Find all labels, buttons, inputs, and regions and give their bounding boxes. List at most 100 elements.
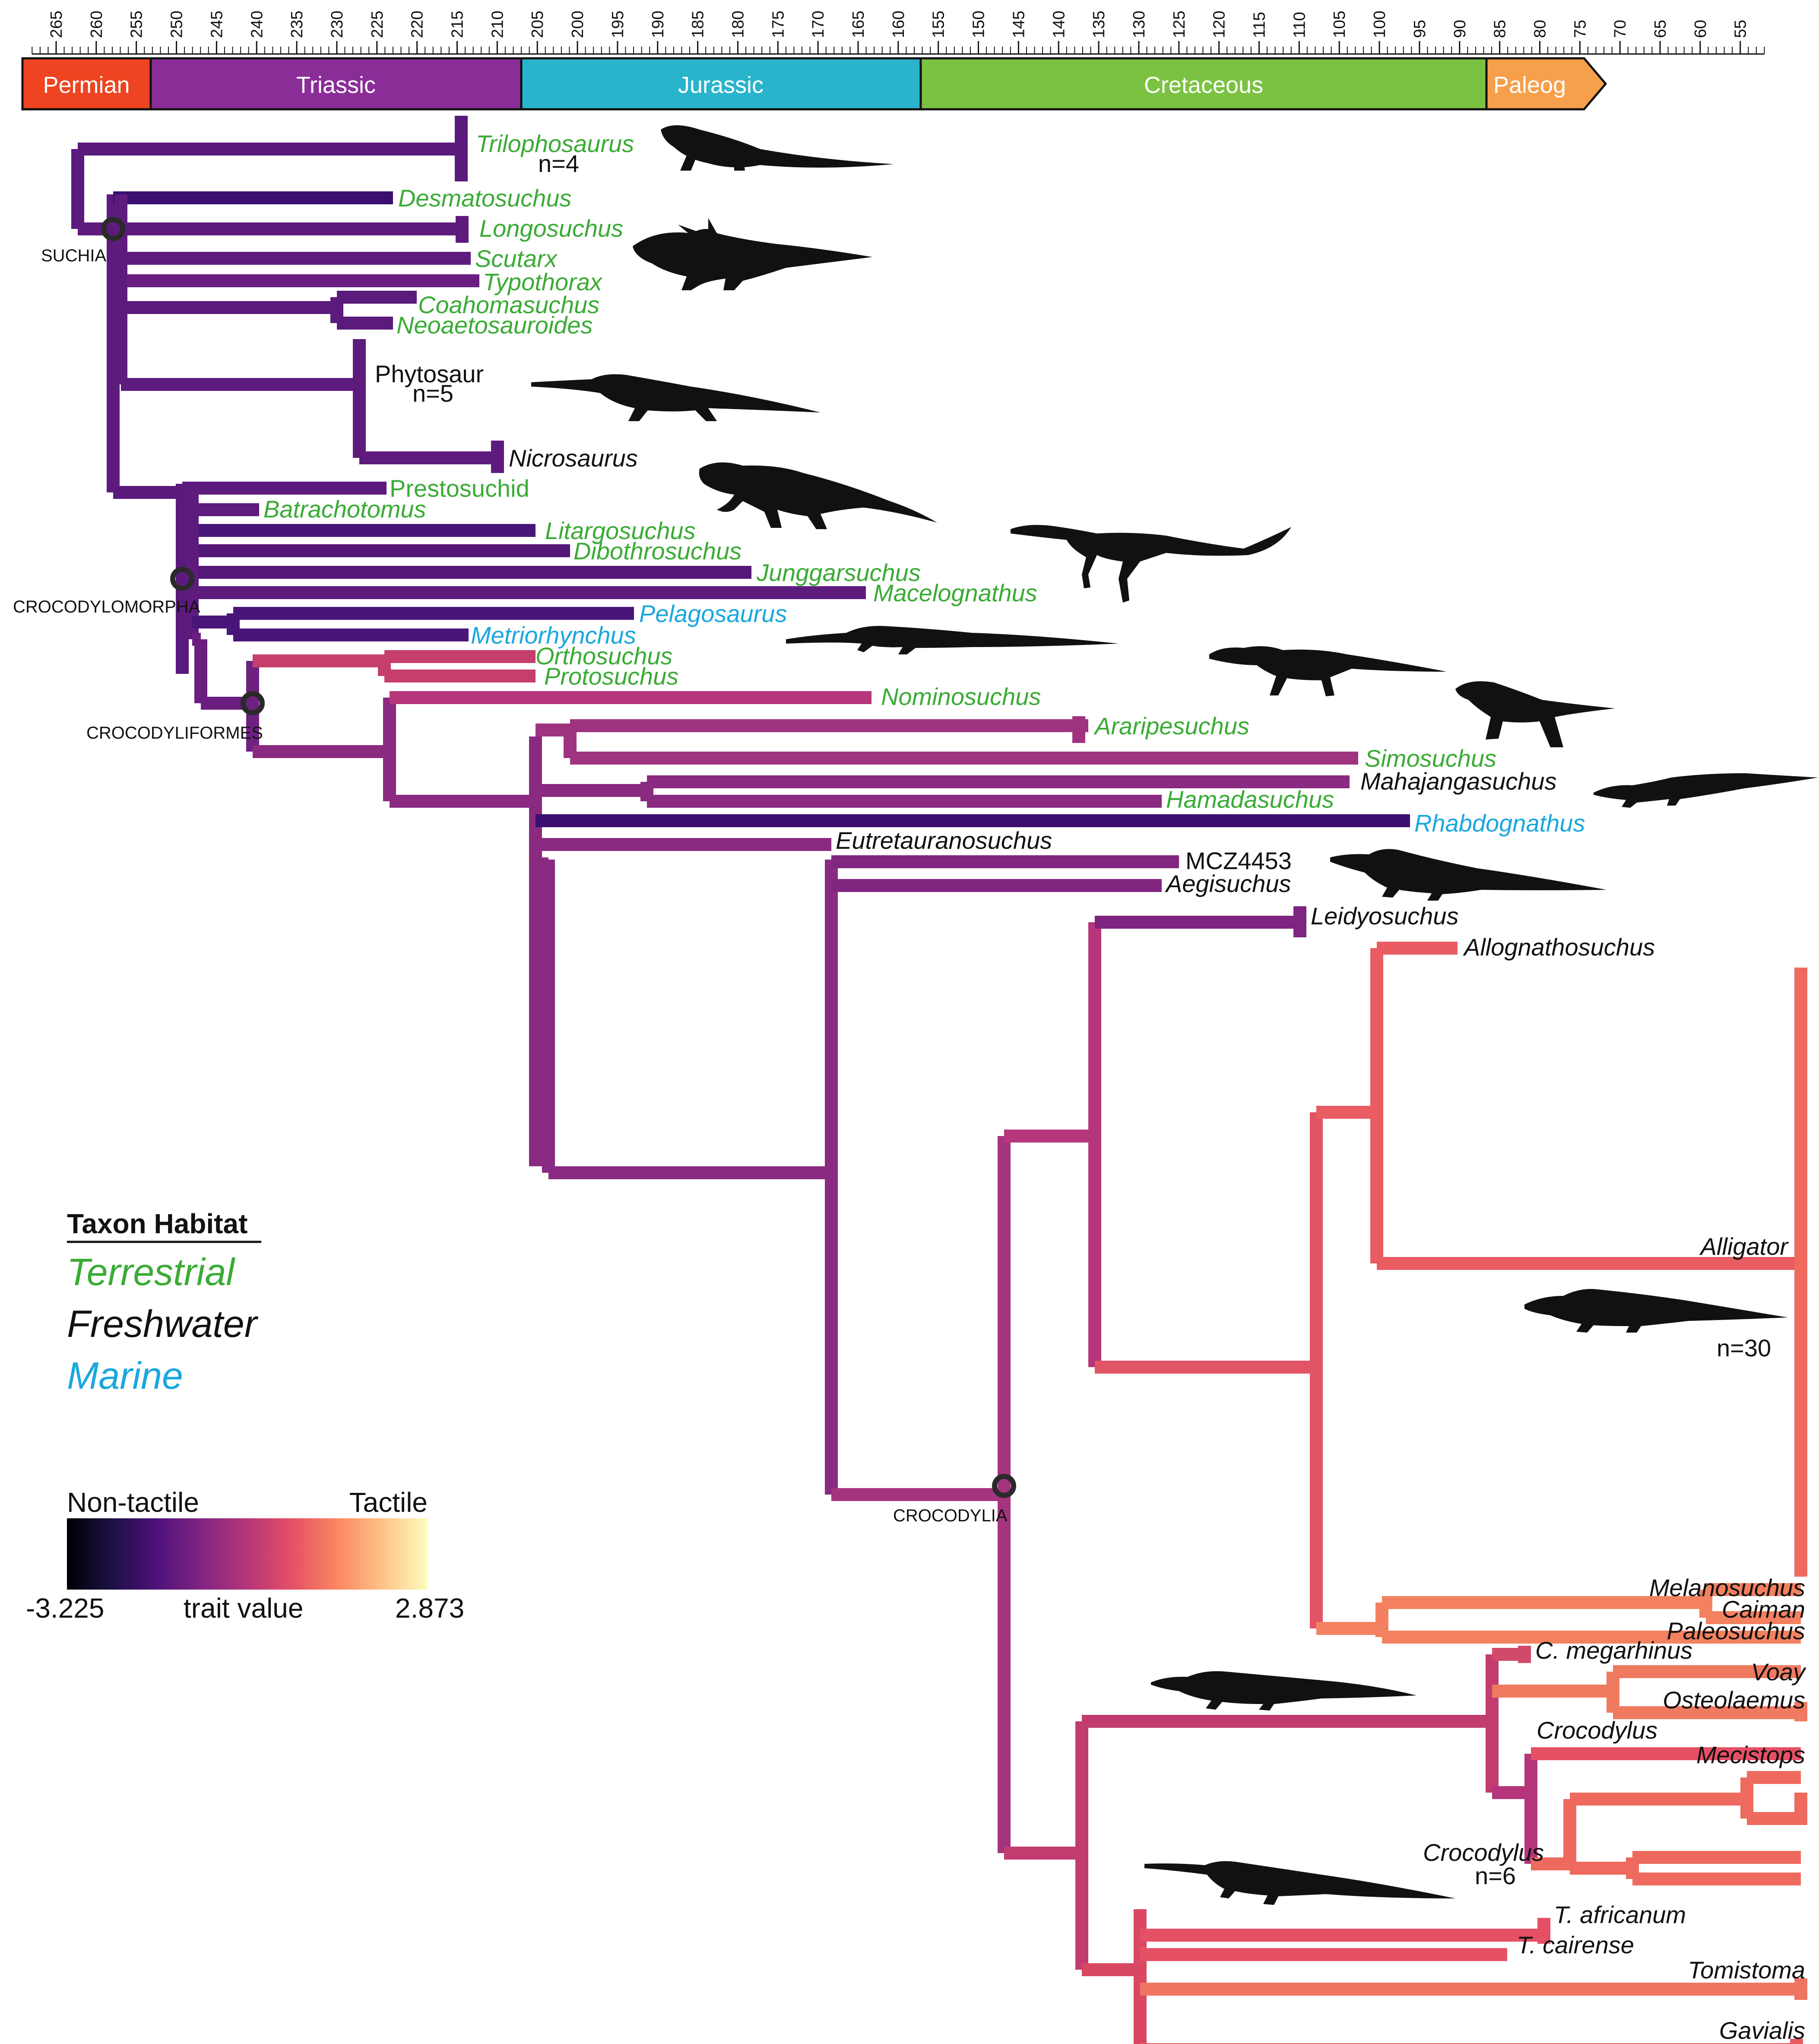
legend-entry-freshwater: Freshwater <box>67 1302 259 1345</box>
taxon-label: Mecistops <box>1696 1741 1805 1768</box>
taxon-label: Voay <box>1751 1658 1806 1685</box>
tick-label: 120 <box>1211 11 1229 38</box>
tick-label: 250 <box>168 11 186 38</box>
tick-label: 225 <box>368 11 387 38</box>
taxon-label: Protosuchus <box>544 663 678 690</box>
sample-count: n=30 <box>1717 1334 1771 1362</box>
tick-label: 130 <box>1130 11 1148 38</box>
node-crocodylia <box>992 1474 1016 1498</box>
tick-label: 110 <box>1290 12 1309 38</box>
tick-label: 140 <box>1050 11 1068 38</box>
sample-count: n=4 <box>538 150 579 177</box>
tick-label: 190 <box>649 11 667 38</box>
scale-label-tactile: Tactile <box>349 1487 428 1518</box>
tick-label: 125 <box>1170 11 1188 38</box>
taxon-label: Allognathosuchus <box>1463 933 1655 961</box>
tick-label: 80 <box>1531 20 1549 38</box>
clade-label-crocodyliformes: CROCODYLIFORMES <box>86 724 263 743</box>
tick-label: 60 <box>1692 20 1710 38</box>
taxon-label: Metriorhynchus <box>471 622 636 649</box>
taxon-label: T. cairense <box>1517 1931 1634 1958</box>
branch-leidyosuchus <box>1095 906 1306 937</box>
scale-min-value: -3.225 <box>26 1593 104 1624</box>
legend-entry-terrestrial: Terrestrial <box>67 1251 235 1293</box>
sample-count: n=6 <box>1475 1862 1516 1889</box>
legend-title: Taxon Habitat <box>67 1208 247 1239</box>
node-crocodylomorpha <box>170 567 194 591</box>
taxon-label: Crocodylus <box>1537 1717 1657 1744</box>
branch-alligatoridae <box>1095 1112 1323 1628</box>
taxon-label: Eutretauranosuchus <box>836 827 1052 854</box>
sample-count: n=5 <box>412 380 453 407</box>
tick-label: 135 <box>1090 11 1108 38</box>
taxon-label: Mahajangasuchus <box>1360 768 1557 795</box>
branch-alligatoroidea <box>1004 922 1101 1367</box>
rauisuchian-silhouette <box>699 462 937 529</box>
tick-label: 215 <box>449 11 467 38</box>
taxon-label: Desmatosuchus <box>398 184 572 212</box>
branch-longosuchus <box>113 216 469 243</box>
tick-label: 205 <box>529 11 547 38</box>
node-crocodyliformes <box>241 691 265 715</box>
taxon-label: Aegisuchus <box>1165 870 1291 897</box>
taxon-label: Nominosuchus <box>881 683 1041 710</box>
tick-label: 195 <box>609 11 627 38</box>
tick-label: 170 <box>809 11 827 38</box>
taxon-label: Crocodylus <box>1423 1839 1544 1866</box>
color-gradient-bar <box>67 1518 428 1590</box>
taxon-label: Typothorax <box>483 268 603 295</box>
tick-label: 90 <box>1451 20 1469 38</box>
branch-osteolaeminae <box>1492 1665 1807 1721</box>
tick-label: 85 <box>1491 20 1509 38</box>
scale-max-value: 2.873 <box>395 1593 464 1624</box>
branch-suchia-stem <box>78 194 120 492</box>
branch-thalattosuchia <box>192 607 634 641</box>
tick-label: 95 <box>1411 20 1429 38</box>
branch-mesoeucrocodylia <box>253 698 396 801</box>
branch-crocodylus-crown <box>1531 1771 1807 1885</box>
branch-neosuchia-stem <box>536 857 838 1495</box>
tick-label: 200 <box>569 11 587 38</box>
taxon-label: Scutarx <box>475 245 558 272</box>
branch-notosuchia-etc <box>390 736 542 1166</box>
trilophosaur-silhouette <box>661 125 894 171</box>
taxon-label: Melanosuchus <box>1649 1574 1805 1601</box>
protosuchian-silhouette <box>1209 646 1447 696</box>
taxon-label: Trilophosaurus <box>476 130 634 157</box>
branch-gavialis <box>1140 2039 1803 2044</box>
taxon-label: Leidyosuchus <box>1311 902 1458 930</box>
tick-label: 245 <box>208 11 226 38</box>
period-permian <box>21 57 152 111</box>
crocodile-silhouette <box>1151 1671 1417 1711</box>
scale-label-non-tactile: Non-tactile <box>67 1487 199 1518</box>
taxon-label: T. africanum <box>1554 1901 1686 1928</box>
tick-label: 145 <box>1010 11 1028 38</box>
tick-label: 235 <box>288 11 306 38</box>
sphenosuchian-silhouette <box>1011 525 1291 603</box>
aetosaur-silhouette <box>633 218 872 290</box>
tick-label: 65 <box>1651 20 1670 38</box>
tick-label: 220 <box>409 11 427 38</box>
taxon-label: Gavialis <box>1719 2017 1805 2044</box>
period-cretaceous <box>919 57 1488 111</box>
taxon-label: Longosuchus <box>479 215 623 242</box>
tick-label: 265 <box>48 11 66 38</box>
taxon-label: Osteolaemus <box>1663 1686 1805 1714</box>
silhouettes <box>531 125 1818 1905</box>
tick-label: 160 <box>890 11 908 38</box>
thalattosuchian-silhouette <box>786 626 1119 654</box>
habitat-legend: Taxon Habitat Terrestrial Freshwater Mar… <box>67 1208 261 1397</box>
taxon-label: Prestosuchid <box>390 475 529 502</box>
taxon-label: Tomistoma <box>1688 1956 1805 1984</box>
notosuchian-silhouette <box>1455 681 1615 747</box>
taxon-label: Macelognathus <box>873 579 1037 606</box>
taxon-label: Paleosuchus <box>1667 1617 1805 1644</box>
branch-crocodylia-stem <box>831 1136 1011 1853</box>
node-suchia <box>101 217 125 241</box>
branch-mahajanga-hamada <box>536 775 1350 808</box>
phylogenetic-tree <box>71 116 1807 2044</box>
alligator-silhouette <box>1524 1289 1788 1333</box>
period-jurassic <box>520 57 922 111</box>
